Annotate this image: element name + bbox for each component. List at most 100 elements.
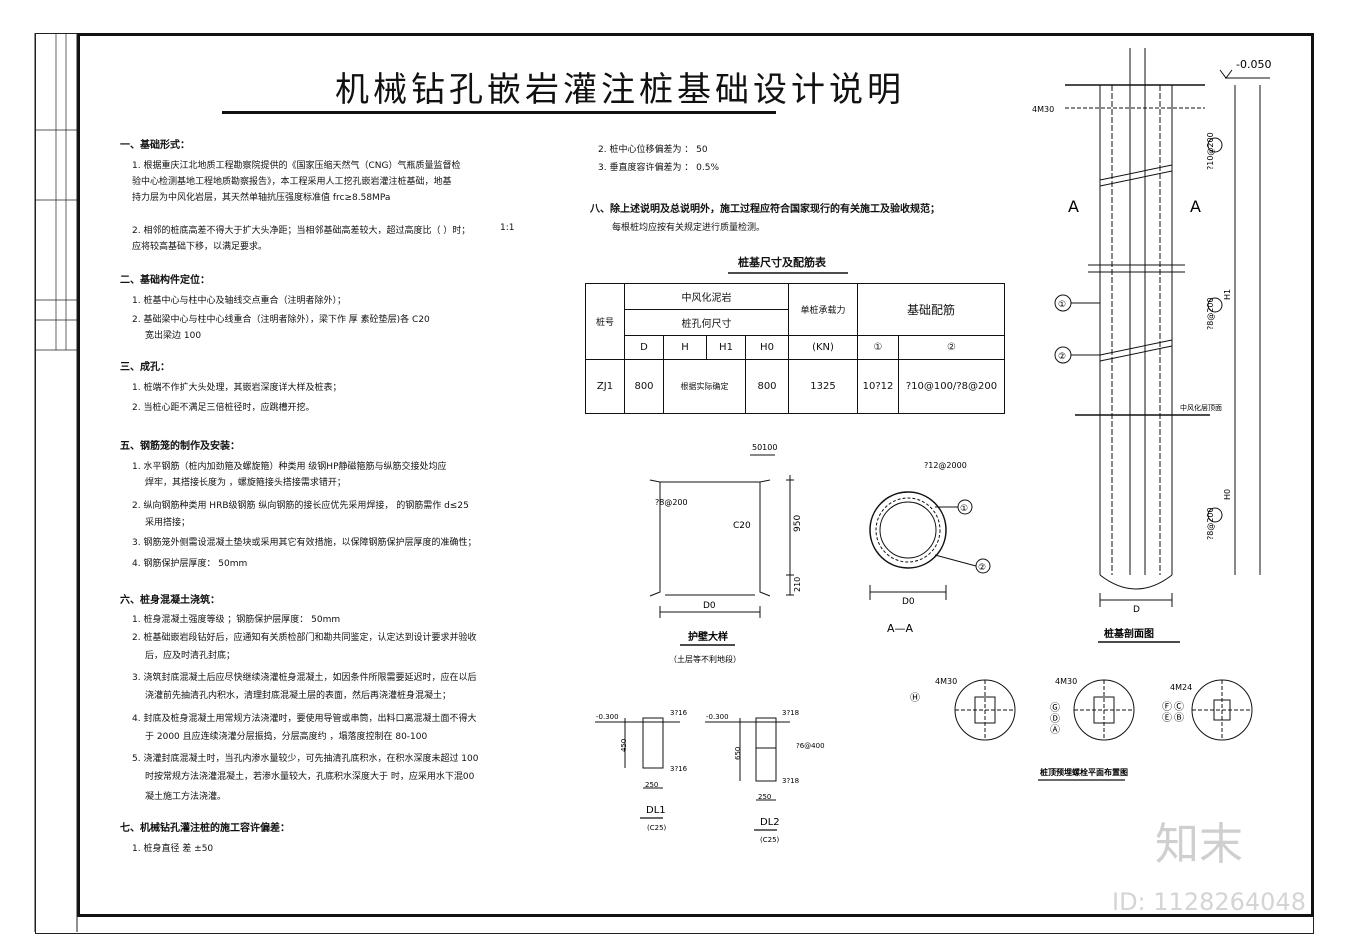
grade-b: Ⓑ bbox=[1174, 712, 1184, 724]
col-capacity: 单桩承载力 bbox=[788, 283, 858, 336]
note-line: 于 2000 且应连续浇灌分层振捣，分层高度约 ，塌落度控制在 80-100 bbox=[145, 732, 428, 742]
mid-note-4: 每根桩均应按有关规定进行质量检测。 bbox=[612, 223, 766, 233]
note-line: 持力层为中风化岩层，其天然单轴抗压强度标准值 frc≥8.58MPa bbox=[132, 193, 391, 203]
dl2-650: 650 bbox=[734, 747, 742, 760]
bolt-plan-title: 桩顶预埋螺栓平面布置图 bbox=[1040, 767, 1128, 777]
label-950: 950 bbox=[793, 515, 803, 532]
table-row: ZJ1 800 根据实际确定 800 1325 10?12 ?10@100/?8… bbox=[585, 359, 1005, 414]
note-line: 后，应及时清孔封底； bbox=[145, 651, 236, 661]
dl1-bot: 3?16 bbox=[670, 765, 688, 773]
beam-dl2 bbox=[705, 717, 790, 801]
cell-r2: ?10@100/?8@200 bbox=[898, 359, 1005, 414]
cell-r1: 10?12 bbox=[857, 359, 899, 414]
note-line: 2. 当桩心距不满足三倍桩径时，应跳槽开挖。 bbox=[132, 403, 315, 413]
dl1-sub: (C25) bbox=[647, 824, 667, 832]
pile-stirrup-bot: ?8@200 bbox=[1206, 507, 1215, 540]
bolt-plans bbox=[954, 679, 1253, 741]
grade-d: Ⓓ bbox=[1050, 713, 1060, 725]
bolt-plan-3-label: 4M24 bbox=[1170, 683, 1192, 692]
note-line: 宽出梁边 100 bbox=[145, 331, 202, 341]
dl2-elev: -0.300 bbox=[706, 713, 729, 721]
col-reinf: 基础配筋 bbox=[857, 283, 1005, 336]
cell-h: 根据实际确定 bbox=[663, 359, 746, 414]
aa-title: A—A bbox=[887, 622, 914, 635]
pile-stirrup-top: ?10@200 bbox=[1206, 132, 1215, 170]
watermark-brand: 知末 bbox=[1155, 819, 1243, 870]
note-line: 2. 纵向钢筋种类用 HRB级钢筋 纵向钢筋的接长应优先采用焊接， 的钢筋需作 … bbox=[132, 501, 469, 511]
note-line: 3. 钢筋笼外侧需设混凝土垫块或采用其它有效措施，以保障钢筋保护层厚度的准确性； bbox=[132, 538, 477, 548]
cell-pile: ZJ1 bbox=[585, 359, 625, 414]
note-line: 1. 桩身混凝土强度等级 ；钢筋保护层厚度： 50mm bbox=[132, 615, 341, 625]
pile-h0: H0 bbox=[1223, 489, 1232, 500]
note-line: 2. 相邻的桩底高差不得大于扩大头净距；当相邻基础高差较大，超过高度比（ ）时； bbox=[132, 226, 471, 236]
aa-section bbox=[869, 491, 991, 600]
col-d: D bbox=[624, 335, 664, 360]
retaining-wall-detail bbox=[649, 454, 794, 618]
label-d0-aa: D0 bbox=[902, 597, 915, 607]
note-line: 1. 根据重庆江北地质工程勘察院提供的《国家压缩天然气（CNG）气瓶质量监督检 bbox=[132, 161, 461, 171]
note-line: 五、钢筋笼的制作及安装： bbox=[120, 441, 240, 452]
cell-capacity: 1325 bbox=[788, 359, 858, 414]
pile-h1: H1 bbox=[1223, 289, 1232, 300]
note-line: 采用搭接； bbox=[145, 518, 191, 528]
note-line: 2. 桩基础嵌岩段钻好后，应通知有关质检部门和勘共同鉴定，认定达到设计要求并验收 bbox=[132, 633, 477, 643]
grade-c: Ⓒ bbox=[1174, 701, 1184, 713]
dl2-top: 3?18 bbox=[782, 709, 799, 717]
table-title: 桩基尺寸及配筋表 bbox=[738, 256, 826, 269]
pile-d: D bbox=[1133, 605, 1140, 615]
dl2-title: DL2 bbox=[760, 817, 780, 828]
cell-d: 800 bbox=[624, 359, 664, 414]
title-underline bbox=[222, 111, 776, 114]
dl1-title: DL1 bbox=[646, 805, 666, 816]
note-line: 浇灌前先抽清孔内积水，清理封底混凝土层的表面，然后再浇灌桩身混凝土； bbox=[145, 691, 452, 701]
label-50100: 50100 bbox=[752, 443, 777, 452]
note-line: 4. 封底及桩身混凝土用常规方法浇灌时，要使用导管或串筒，出料口离混凝土面不得大 bbox=[132, 714, 477, 724]
pile-circle1: ① bbox=[1058, 300, 1066, 310]
note-line: 验中心检测基地工程地质勘察报告》，本工程采用人工挖孔嵌岩灌注桩基础，地基 bbox=[132, 177, 452, 187]
col-rock: 中风化泥岩 bbox=[624, 283, 789, 310]
label-ring-rebar: ?12@2000 bbox=[924, 461, 967, 470]
cell-h0: 800 bbox=[745, 359, 789, 414]
dl1-top: 3?16 bbox=[670, 709, 688, 717]
label-c20: C20 bbox=[733, 521, 751, 531]
note-line: 2. 基础梁中心与柱中心线重合（注明者除外），梁下作 厚 素砼垫层)各 C20 bbox=[132, 315, 430, 325]
mid-note-2: 3. 垂直度容许偏差为 ： 0.5% bbox=[598, 163, 720, 173]
grade-f: Ⓕ bbox=[1162, 701, 1172, 713]
note-line: 3. 浇筑封底混凝土后应尽快继续浇灌桩身混凝土，如因条件所限需要延迟时，应在以后 bbox=[132, 673, 477, 683]
note-line: 焊牢，其搭接长度为 ，螺旋箍接头搭接需求错开； bbox=[145, 478, 346, 488]
dl2-250: 250 bbox=[758, 793, 771, 801]
page-title: 机械钻孔嵌岩灌注桩基础设计说明 bbox=[335, 70, 905, 110]
note-line: 1. 桩端不作扩大头处理，其嵌岩深度详大样及桩表； bbox=[132, 383, 342, 393]
note-line: 1. 桩身直径 差 ±50 bbox=[132, 844, 214, 854]
dl1-elev: -0.300 bbox=[596, 713, 619, 721]
beam-dl1 bbox=[595, 717, 680, 789]
note-line: 5. 浇灌封底混凝土时，当孔内渗水量较少，可先抽清孔底积水，在积水深度未超过 1… bbox=[132, 754, 479, 764]
pile-section-title: 桩基剖面图 bbox=[1104, 627, 1154, 640]
col-dims: 桩孔何尺寸 bbox=[624, 309, 789, 336]
dl2-sub: (C25) bbox=[760, 836, 780, 844]
pile-rock-top: 中风化层顶面 bbox=[1180, 403, 1222, 412]
bolt-plan-1-label: 4M30 bbox=[935, 677, 957, 686]
dl2-bot: 3?18 bbox=[782, 777, 799, 785]
grade-e: Ⓔ bbox=[1162, 712, 1172, 724]
col-pile-no: 桩号 bbox=[585, 283, 625, 360]
note-line: 应将较高基础下移，以满足要求。 bbox=[132, 242, 268, 252]
note-line: 时按常规方法浇灌混凝土，若渗水量较大，孔底积水深度大于 时，应采用水下混00 bbox=[145, 772, 475, 782]
dl2-mid: ?6@400 bbox=[796, 742, 825, 750]
pile-table: 桩号 中风化泥岩 单桩承载力 基础配筋 桩孔何尺寸 D H H1 H0 (KN)… bbox=[585, 283, 1005, 414]
watermark-id: ID: 1128264048 bbox=[1112, 888, 1306, 916]
mid-note-1: 2. 桩中心位移偏差为 ： 50 bbox=[598, 145, 708, 155]
dl1-250: 250 bbox=[645, 781, 658, 789]
ratio-value: 1:1 bbox=[500, 223, 515, 233]
mid-note-3: 八、除上述说明及总说明外，施工过程应符合国家现行的有关施工及验收规范； bbox=[590, 204, 940, 215]
aa-circle2: ② bbox=[978, 563, 986, 573]
note-line: 凝土施工方法浇灌。 bbox=[145, 792, 227, 802]
pile-section bbox=[1054, 48, 1270, 607]
pile-stirrup-mid: ?8@200 bbox=[1206, 297, 1215, 330]
label-210: 210 bbox=[793, 577, 802, 592]
hubi-title: 护壁大样 bbox=[688, 630, 728, 643]
pile-section-a-left: A bbox=[1068, 197, 1079, 216]
note-line: 4. 钢筋保护层厚度： 50mm bbox=[132, 559, 248, 569]
